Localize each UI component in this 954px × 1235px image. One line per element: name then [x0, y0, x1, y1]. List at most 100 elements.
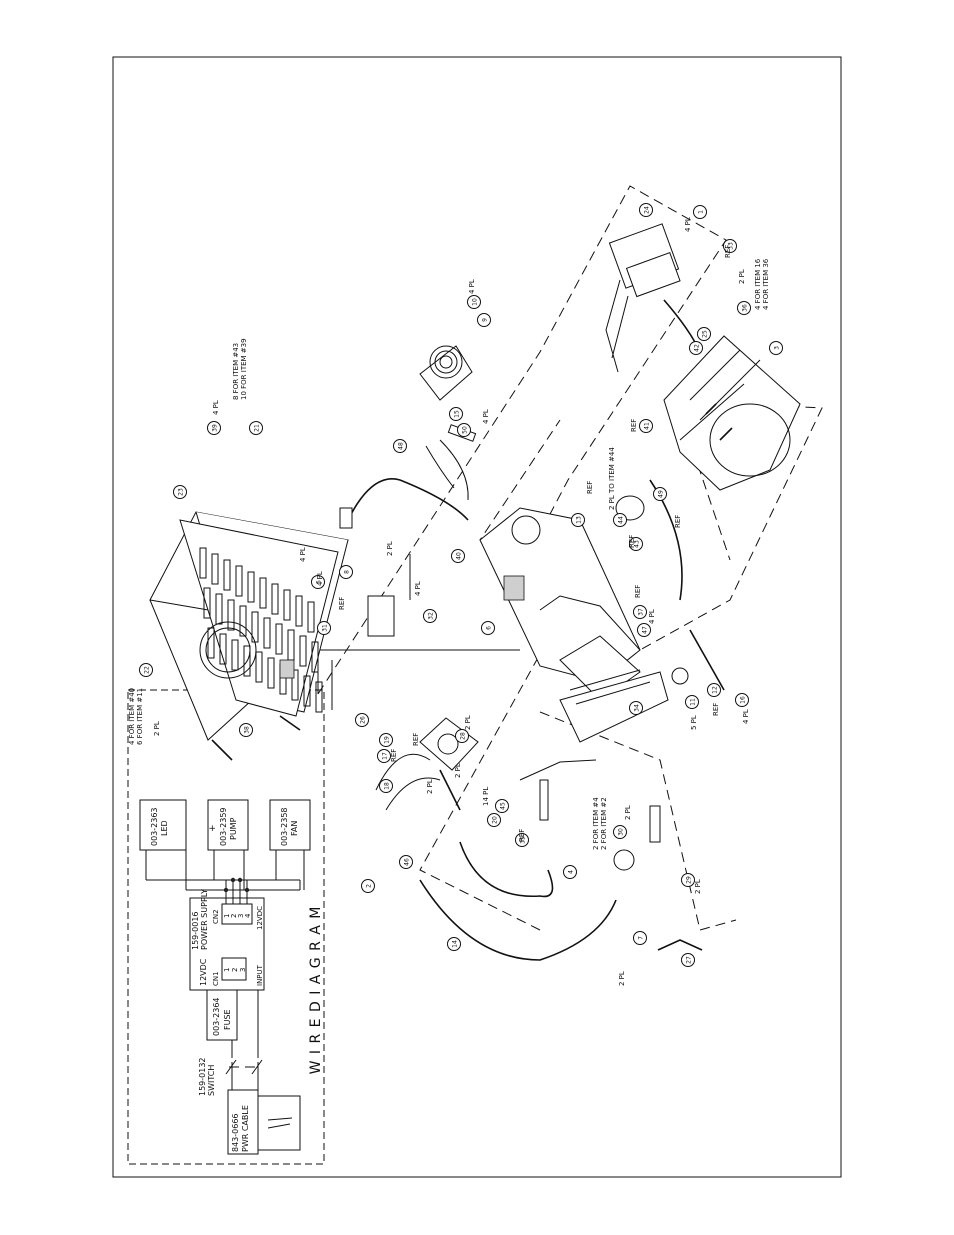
note-4pl-b: 4 PL: [299, 547, 307, 562]
callout-number: 4: [568, 870, 575, 874]
sub-fan-housing: [419, 717, 479, 771]
callout-circle: [769, 341, 783, 355]
cn2-pin-1: 1: [223, 914, 231, 918]
callout-number: 36: [742, 304, 749, 312]
louver-slot: [219, 633, 227, 665]
callout-6: 6: [481, 621, 495, 635]
callout-38: 38: [239, 723, 253, 737]
tank-clamps: [705, 403, 733, 441]
louver-slot: [231, 639, 239, 671]
callout-number: 39: [212, 424, 219, 432]
chassis-fold: [539, 595, 641, 651]
pwr-cable-part: 843-0666: [231, 1113, 240, 1152]
callout-circle: [633, 931, 647, 945]
callout-12: 12: [707, 683, 721, 697]
louver-slot: [243, 645, 251, 677]
callout-25: 25: [697, 327, 711, 341]
note-ref-a: REF: [338, 597, 346, 610]
note-2pl-g: 2 PL: [694, 879, 702, 894]
louver-slot: [239, 605, 247, 637]
ps-output-label: 12VDC: [256, 906, 264, 930]
callout-number: 28: [460, 732, 467, 740]
ps-cn1: CN1: [212, 971, 220, 986]
pwr-cable-loop: [258, 1095, 301, 1151]
note-4pl-a: 4 PL: [212, 400, 220, 415]
callout-circle: [697, 327, 711, 341]
callout-number: 50: [462, 426, 469, 434]
callout-number: 33: [728, 242, 735, 250]
callout-number: 20: [492, 816, 499, 824]
cn1-pin-1: 1: [223, 968, 231, 972]
louver-slot: [259, 577, 267, 609]
callout-27: 27: [681, 953, 695, 967]
fan-block: [269, 799, 311, 851]
callout-41: 41: [639, 419, 653, 433]
callout-36: 36: [737, 301, 751, 315]
chassis-plate: [479, 507, 641, 701]
callout-14: 14: [447, 937, 461, 951]
louver-slot: [235, 565, 243, 597]
callout-circle: [639, 203, 653, 217]
chassis-fan-hole: [511, 515, 541, 545]
foot-pad: [671, 667, 689, 685]
callout-number: 7: [638, 936, 645, 940]
fan-guard-ring-3: [439, 355, 453, 369]
callout-15: 15: [449, 407, 463, 421]
callout-19: 19: [379, 733, 393, 747]
cn1-pin-3: 3: [239, 968, 247, 972]
note-ref-g: REF: [630, 419, 638, 432]
power-cord: [339, 424, 477, 529]
sub-fan-ring: [437, 733, 459, 755]
assembly-guide-a: [317, 185, 823, 695]
housing-hose-ends: [211, 715, 301, 761]
note-ref-e: REF: [586, 481, 594, 494]
assembly-guide-b: [419, 419, 571, 931]
louver-slot: [215, 593, 223, 625]
motor-leads: [605, 279, 629, 373]
callout-23: 23: [173, 485, 187, 499]
callout-18: 18: [379, 779, 393, 793]
callout-24: 24: [639, 203, 653, 217]
callout-circle: [249, 421, 263, 435]
callout-circle: [689, 341, 703, 355]
cn2-connector: [221, 903, 253, 925]
callout-50: 50: [457, 423, 471, 437]
callout-circle: [317, 621, 331, 635]
junction-4: [223, 887, 229, 893]
callout-circle: [613, 513, 627, 527]
callout-number: 27: [686, 956, 693, 964]
callout-number: 15: [454, 410, 461, 418]
gauge-knob: [613, 849, 635, 871]
ps-part: 159-0016: [191, 911, 200, 950]
fuse-name: FUSE: [223, 1009, 232, 1030]
note-4pl-f: 4 PL: [648, 609, 656, 624]
louver-slot: [311, 641, 319, 673]
callout-34: 34: [629, 701, 643, 715]
callout-circle: [399, 855, 413, 869]
junction-2: [237, 877, 243, 883]
callout-number: 21: [254, 424, 261, 432]
callout-28: 28: [455, 729, 469, 743]
callout-circle: [515, 833, 529, 847]
callout-number: 16: [740, 696, 747, 704]
callout-number: 23: [178, 488, 185, 496]
spacer-rod: [539, 779, 549, 821]
tank-body: [663, 335, 801, 491]
exploded-assembly: [149, 185, 823, 961]
note-ref-b: REF: [390, 749, 398, 762]
louver-slot: [223, 559, 231, 591]
louver-slot: [303, 675, 311, 707]
callout-number: 41: [644, 422, 651, 430]
fan-guard-ring-1: [429, 345, 463, 379]
callout-circle: [355, 713, 369, 727]
note-4pl-e: 4 PL: [482, 409, 490, 424]
note-2pl-d: 2 PL: [426, 779, 434, 794]
callout-number: 14: [452, 940, 459, 948]
assembly-notes: 4 FOR ITEM #40 6 FOR ITEM #11 2 PL 8 FOR…: [128, 217, 770, 986]
pwr-cable-name: PWR CABLE: [241, 1105, 250, 1152]
callout-number: 18: [384, 782, 391, 790]
louver-slot: [295, 595, 303, 627]
callout-48: 48: [393, 439, 407, 453]
note-4pl-d: 4 PL: [414, 581, 422, 596]
